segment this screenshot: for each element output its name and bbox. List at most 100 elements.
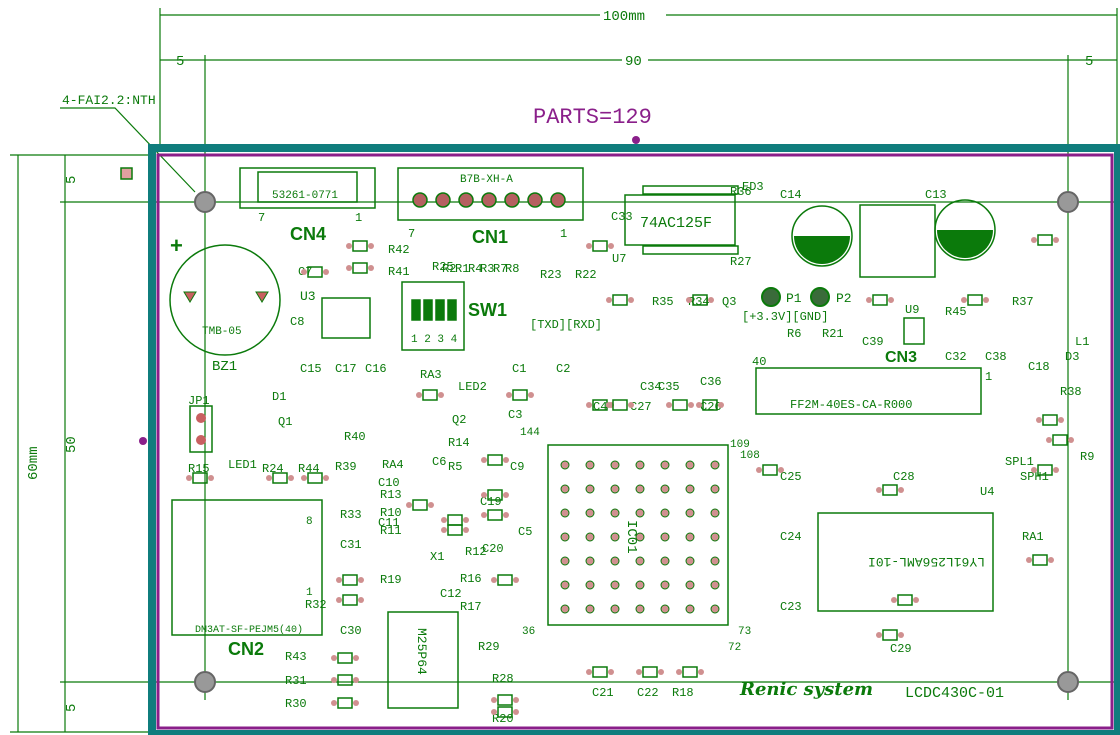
via-pad — [708, 297, 714, 303]
cn2-label: CN2 — [228, 639, 264, 659]
ref-c15: C15 — [300, 362, 322, 376]
ref-r40: R40 — [344, 430, 366, 444]
via-pad — [983, 297, 989, 303]
via-pad — [876, 487, 882, 493]
smd-pad — [487, 489, 503, 501]
ref-q1: Q1 — [278, 415, 292, 429]
via-pad — [658, 669, 664, 675]
via-pad — [481, 512, 487, 518]
via-pad — [686, 297, 692, 303]
via-pad — [586, 243, 592, 249]
via-pad — [331, 700, 337, 706]
via-pad — [718, 402, 724, 408]
smd-pad — [352, 262, 368, 274]
ref-c29: C29 — [890, 642, 912, 656]
via-pad — [888, 297, 894, 303]
component-pads — [186, 234, 1074, 718]
via-pad — [336, 577, 342, 583]
via-pad — [606, 402, 612, 408]
ref-r29: R29 — [478, 640, 500, 654]
ref-r28: R28 — [492, 672, 514, 686]
ref-c31: C31 — [340, 538, 362, 552]
smd-pad — [487, 509, 503, 521]
smd-pad — [1037, 464, 1053, 476]
ref-led2: LED2 — [458, 380, 487, 394]
ref-c25: C25 — [780, 470, 802, 484]
ref-c17: C17 — [335, 362, 357, 376]
via-pad — [513, 697, 519, 703]
ref-r31: R31 — [285, 674, 307, 688]
cn3-pin-left: 40 — [752, 355, 766, 369]
via-pad — [491, 577, 497, 583]
ref-led1: LED1 — [228, 458, 257, 472]
ref-ra1: RA1 — [1022, 530, 1044, 544]
inner-height-label: 50 — [64, 436, 80, 453]
smd-pad — [307, 266, 323, 278]
smd-pad — [967, 294, 983, 306]
ref-c6: C6 — [432, 455, 446, 469]
via-pad — [441, 517, 447, 523]
smd-pad — [422, 389, 438, 401]
switch-sw1 — [401, 281, 465, 351]
smd-pad — [337, 674, 353, 686]
txd-label: [TXD][RXD] — [530, 318, 602, 332]
ref-ra3: RA3 — [420, 368, 442, 382]
via-pad — [696, 402, 702, 408]
hole-note: 4-FAI2.2:NTH — [62, 93, 156, 108]
ref-r23: R23 — [540, 268, 562, 282]
via-pad — [288, 475, 294, 481]
cn1-label: CN1 — [472, 227, 508, 247]
smd-pad — [342, 574, 358, 586]
smd-pad — [342, 594, 358, 606]
height-dimension-label: 60mm — [26, 446, 42, 480]
via-pad — [961, 297, 967, 303]
smd-pad — [352, 240, 368, 252]
via-pad — [506, 392, 512, 398]
cn1-pin-left: 7 — [408, 227, 415, 241]
smd-pad — [682, 666, 698, 678]
smd-pad — [1052, 434, 1068, 446]
via-pad — [336, 597, 342, 603]
inner-width-label: 90 — [625, 54, 642, 70]
ref-c27: C27 — [630, 400, 652, 414]
via-pad — [676, 669, 682, 675]
ref-r37: R37 — [1012, 295, 1034, 309]
via-pad — [503, 512, 509, 518]
via-pad — [513, 709, 519, 715]
cn4-pin-left: 7 — [258, 211, 265, 225]
ref-r25: R25 — [432, 260, 454, 274]
ref-c24: C24 — [780, 530, 802, 544]
via-pad — [368, 265, 374, 271]
ref-r13: R13 — [380, 488, 402, 502]
via-pad — [353, 655, 359, 661]
ref-c21: C21 — [592, 686, 614, 700]
cn2-pin-mid: 1 — [306, 587, 313, 599]
via-pad — [586, 402, 592, 408]
via-pad — [1046, 437, 1052, 443]
via-pad — [628, 402, 634, 408]
via-pad — [866, 297, 872, 303]
cn3-label: CN3 — [885, 349, 917, 366]
ref-c11: C11 — [378, 516, 400, 530]
ref-r33: R33 — [340, 508, 362, 522]
via-pad — [441, 527, 447, 533]
ref-r2: R2 — [442, 262, 456, 276]
ref-c14: C14 — [780, 188, 802, 202]
ref-c35: C35 — [658, 380, 680, 394]
ref-c12: C12 — [440, 587, 462, 601]
dimension-lines — [10, 8, 1120, 733]
ref-r30: R30 — [285, 697, 307, 711]
via-pad — [481, 457, 487, 463]
ref-r10: R10 — [380, 506, 402, 520]
smd-pad — [612, 399, 628, 411]
via-pad — [898, 632, 904, 638]
u7-part: 74AC125F — [640, 215, 712, 232]
smd-pad — [1037, 234, 1053, 246]
ref-c34: C34 — [640, 380, 662, 394]
ref-c1: C1 — [512, 362, 526, 376]
sw1-label: SW1 — [468, 300, 507, 320]
smd-pad — [762, 464, 778, 476]
via-pad — [698, 669, 704, 675]
width-dimension-label: 100mm — [603, 9, 645, 25]
ref-c32: C32 — [945, 350, 967, 364]
